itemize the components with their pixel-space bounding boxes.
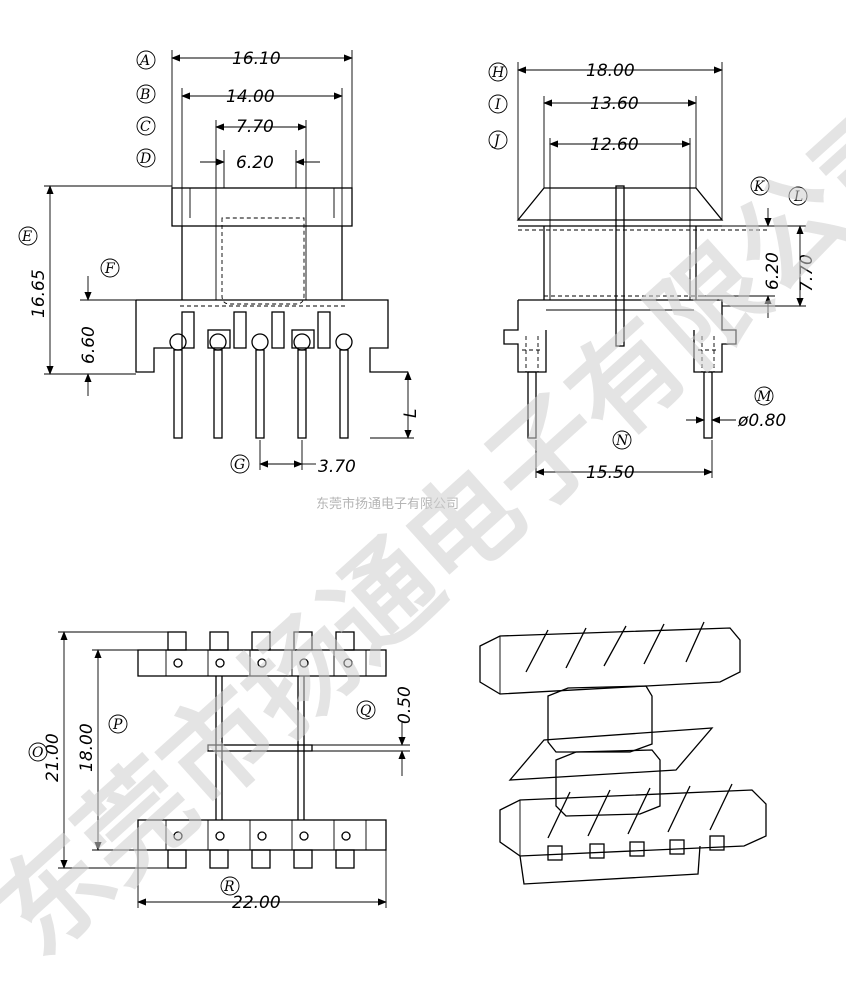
front-base [136, 299, 408, 373]
label-d: D [136, 148, 156, 168]
iso-pins-lower [547, 783, 733, 839]
label-h: H [488, 62, 508, 82]
isometric-view [479, 621, 767, 885]
dim-q: 0.50 [395, 686, 415, 724]
label-g: G [230, 454, 250, 474]
dim-e: 16.65 [29, 269, 49, 318]
svg-text:H: H [491, 65, 505, 81]
dim-h: 18.00 [586, 61, 635, 81]
dim-d: 6.20 [236, 153, 274, 173]
svg-text:R: R [223, 879, 235, 895]
dim-c: 7.70 [236, 117, 274, 137]
iso-pins-upper [525, 621, 705, 673]
label-p: P [108, 714, 128, 734]
dim-n: 15.50 [586, 463, 635, 483]
top-view: 21.00 18.00 0.50 22.00 [43, 631, 415, 913]
reference-labels: A B C D E F G H I J K L M N O P Q R [18, 50, 808, 896]
caption-text: 东莞市扬通电子有限公司 [316, 496, 459, 512]
svg-text:F: F [104, 261, 116, 277]
side-pin-left [527, 371, 537, 439]
svg-text:N: N [615, 433, 629, 449]
label-c: C [136, 116, 156, 136]
label-f: F [100, 258, 120, 278]
front-top-flange [171, 187, 353, 227]
label-e: E [18, 226, 38, 246]
dim-m: ø0.80 [737, 411, 786, 431]
svg-text:J: J [491, 133, 501, 149]
svg-text:P: P [112, 717, 123, 733]
iso-pin-stubs [547, 835, 725, 861]
dim-b: 14.00 [226, 87, 275, 107]
svg-text:O: O [32, 745, 44, 761]
dim-a: 16.10 [232, 49, 281, 69]
dim-k: 6.20 [763, 252, 783, 290]
label-m: M [754, 386, 774, 406]
label-a: A [136, 50, 156, 70]
svg-text:B: B [139, 87, 150, 103]
label-q: Q [356, 700, 376, 720]
svg-text:A: A [138, 53, 150, 69]
side-center-plate [615, 185, 625, 347]
front-view: 16.10 14.00 7.70 6.20 16.65 6.60 L 3.70 [29, 49, 421, 477]
label-i: I [488, 94, 508, 114]
svg-text:K: K [753, 179, 766, 195]
dim-j: 12.60 [590, 135, 639, 155]
label-r: R [220, 876, 240, 896]
label-b: B [136, 84, 156, 104]
watermark-text: 东莞市扬通电子有限公司 [0, 75, 846, 980]
svg-text:E: E [21, 229, 32, 245]
label-n: N [612, 430, 632, 450]
dim-o: 21.00 [43, 733, 63, 782]
top-view-lower-row [137, 819, 387, 869]
dim-r: 22.00 [232, 893, 281, 913]
label-l: L [788, 186, 808, 206]
front-pins [173, 349, 349, 439]
svg-text:M: M [756, 389, 772, 405]
dim-g: 3.70 [318, 457, 356, 477]
label-o: O [28, 742, 48, 762]
label-k: K [750, 176, 770, 196]
dim-f: 6.60 [79, 326, 99, 364]
side-pin-right [703, 371, 713, 439]
dim-l: L [401, 409, 421, 418]
side-view: 18.00 13.60 12.60 6.20 7.70 ø0.80 15.50 [503, 61, 817, 483]
svg-text:C: C [140, 119, 151, 135]
label-j: J [488, 130, 508, 150]
svg-text:Q: Q [360, 703, 372, 719]
top-view-upper-row [137, 631, 387, 677]
svg-text:D: D [139, 151, 151, 167]
dim-kl: 7.70 [797, 254, 817, 292]
svg-text:G: G [234, 457, 245, 473]
dim-i: 13.60 [590, 94, 639, 114]
svg-text:L: L [793, 189, 803, 205]
dim-p: 18.00 [77, 723, 97, 772]
svg-text:I: I [494, 97, 501, 113]
